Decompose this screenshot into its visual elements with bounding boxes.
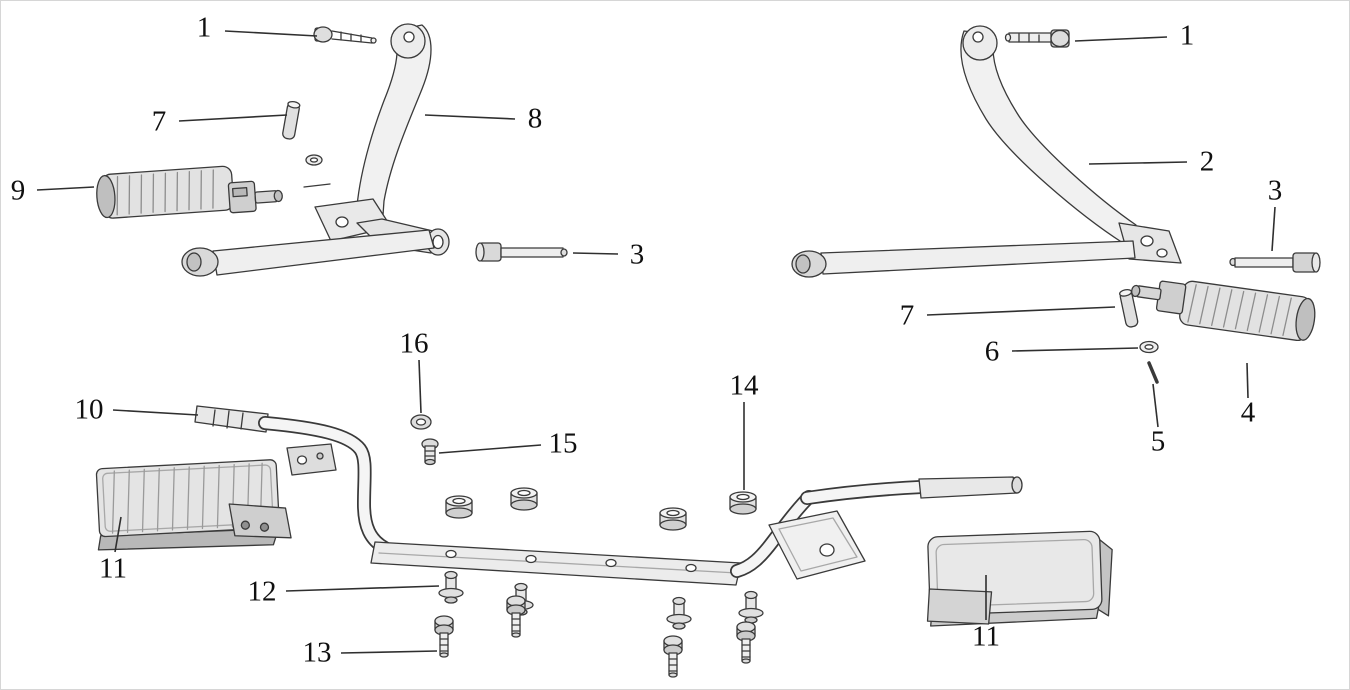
part-label-5: 5 (1150, 425, 1166, 458)
leader-line-10 (112, 409, 199, 416)
leader-line-3-left (572, 252, 619, 255)
part-label-6: 6 (984, 335, 1000, 368)
bracket-8-art (314, 23, 450, 256)
bar-10-art (194, 405, 1023, 586)
leader-line-6 (1011, 347, 1139, 352)
part-label-7-right: 7 (899, 299, 915, 332)
part-label-3-right: 3 (1267, 174, 1283, 207)
leader-line-13 (340, 650, 438, 654)
part-label-3-left: 3 (629, 238, 645, 271)
nut-16-art (410, 414, 432, 430)
part-label-16: 16 (399, 327, 429, 360)
washer-left-art (303, 154, 331, 188)
part-label-2: 2 (1199, 145, 1215, 178)
bolt-1-right-art (1004, 29, 1070, 48)
pad-11-right-art (926, 530, 1113, 627)
part-label-10: 10 (74, 393, 104, 426)
leader-line-8 (424, 114, 516, 120)
bolts-12-art (438, 570, 764, 630)
bolt-15-art (421, 438, 439, 466)
pin-7-right-art (1119, 289, 1139, 328)
footrest-9-art (96, 165, 283, 219)
bushings-14-art (445, 487, 757, 531)
pin-7-left-art (282, 100, 301, 140)
leader-line-3-right (1271, 206, 1276, 252)
bolt-3-left-art (475, 242, 568, 262)
leader-line-16 (418, 359, 422, 414)
leader-line-7-right (926, 306, 1116, 316)
arm-right-art (791, 240, 1136, 278)
part-label-15: 15 (548, 427, 578, 460)
leader-line-4 (1246, 362, 1249, 399)
leader-line-7-left (178, 114, 288, 122)
bolt-3-right-art (1229, 252, 1321, 273)
leader-line-1-right (1074, 36, 1168, 42)
part-label-1-left: 1 (196, 11, 212, 44)
footrest-4-art (1131, 280, 1316, 342)
part-label-11-right: 11 (972, 620, 1000, 653)
part-label-14: 14 (729, 369, 759, 402)
leader-line-2 (1088, 161, 1188, 165)
pad-11-left-art (95, 459, 292, 551)
bolt-1-left-art (313, 26, 377, 44)
part-label-8: 8 (527, 102, 543, 135)
leader-line-12 (285, 585, 440, 592)
leader-line-11-left (114, 516, 122, 553)
part-label-4: 4 (1240, 396, 1256, 429)
part-label-1-right: 1 (1179, 19, 1195, 52)
bolts-13-art (434, 595, 756, 678)
arm-left-art (181, 229, 435, 277)
leader-line-15 (438, 444, 542, 454)
part-label-13: 13 (302, 636, 332, 669)
part-label-7-left: 7 (151, 105, 167, 138)
pin-5-art (1147, 361, 1159, 384)
part-label-9: 9 (10, 174, 26, 207)
washer-6-art (1139, 340, 1159, 354)
leader-line-1-left (224, 30, 318, 37)
leader-line-5 (1152, 383, 1159, 428)
part-label-12: 12 (247, 575, 277, 608)
leader-lines (36, 30, 1276, 654)
bracket-2-art (960, 25, 1182, 264)
leader-line-9 (36, 186, 95, 191)
part-label-11-left: 11 (99, 552, 127, 585)
